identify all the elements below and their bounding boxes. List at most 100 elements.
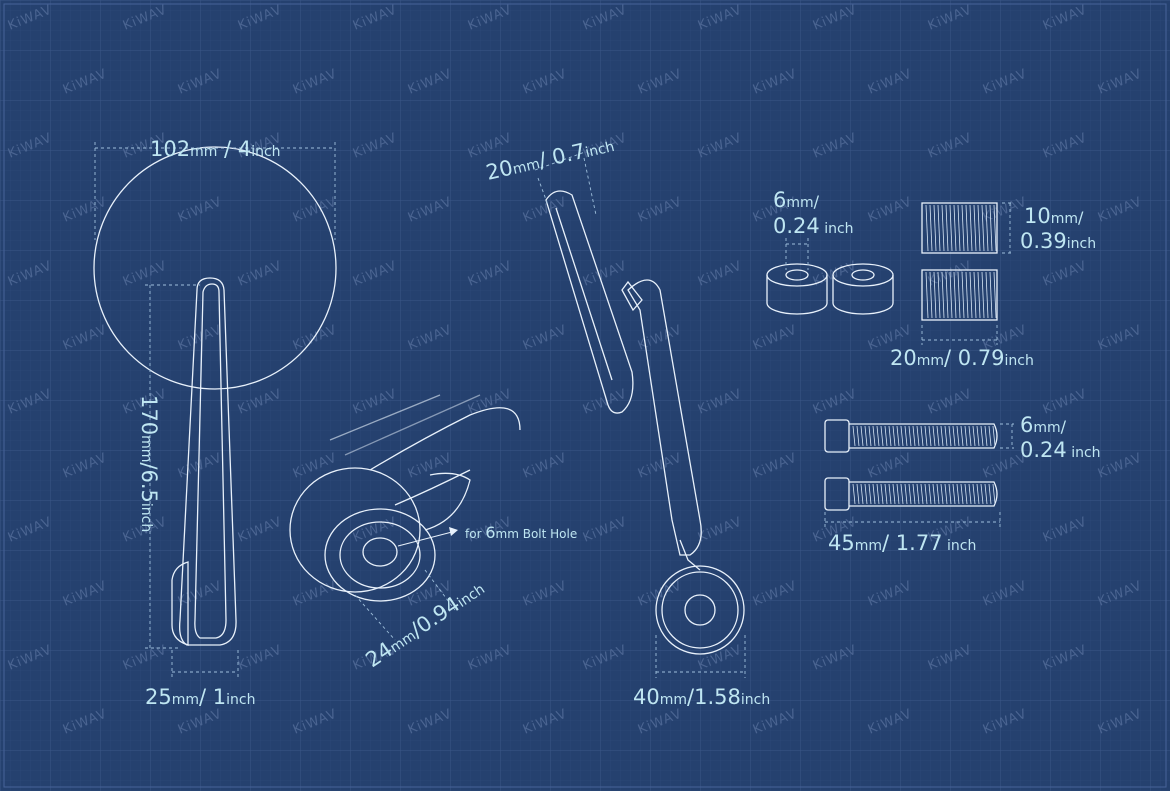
thread-line <box>980 425 984 447</box>
bolt-diameter-label-line1: 6mm/ <box>1020 413 1067 437</box>
mirror-front-view: 102mm / 4inch 170mm/6.5inch 25mm/ 1inch <box>93 137 337 709</box>
bolt-hole-note: for 6mm Bolt Hole <box>465 523 577 542</box>
thread-line <box>900 425 904 447</box>
thread-line <box>904 483 908 505</box>
thread-line <box>965 204 969 252</box>
thread-line <box>949 271 953 319</box>
thread-line <box>924 425 928 447</box>
thread-line <box>936 483 940 505</box>
side-base-hole <box>684 594 716 626</box>
mirror-pivot <box>621 280 643 312</box>
thread-line <box>993 271 997 319</box>
bolt-length-label: 45mm/ 1.77 inch <box>828 531 976 555</box>
thread-line <box>948 425 952 447</box>
thread-line <box>949 204 953 252</box>
thread-line <box>961 271 965 319</box>
thread-line <box>973 271 977 319</box>
threaded-insert-2 <box>921 269 998 321</box>
thread-line <box>872 483 876 505</box>
thread-line <box>868 483 872 505</box>
thread-line <box>912 483 916 505</box>
thread-line <box>941 204 945 252</box>
thread-line <box>989 204 993 252</box>
bolt-hole <box>362 537 398 567</box>
thread-line <box>864 425 868 447</box>
mirror-side-profile <box>545 190 634 414</box>
clamp-face <box>324 508 436 602</box>
thread-line <box>880 425 884 447</box>
insert-1-threads <box>925 204 997 252</box>
thread-line <box>904 425 908 447</box>
bolt-note-arrow <box>449 527 458 536</box>
thread-line <box>920 425 924 447</box>
clamp-inner-ring <box>339 521 421 589</box>
thread-line <box>937 271 941 319</box>
thread-line <box>981 204 985 252</box>
thread-line <box>892 425 896 447</box>
thread-line <box>952 425 956 447</box>
thread-line <box>920 483 924 505</box>
spacer-size-label-line1: 6mm/ <box>773 188 820 212</box>
thread-line <box>968 425 972 447</box>
thread-line <box>888 483 892 505</box>
bolt-note-leader <box>397 531 453 547</box>
front-base-label: 25mm/ 1inch <box>145 685 256 709</box>
thread-line <box>856 425 860 447</box>
insert-width-label: 20mm/ 0.79inch <box>890 346 1034 370</box>
thread-line <box>944 425 948 447</box>
thread-line <box>908 425 912 447</box>
thread-line <box>928 425 932 447</box>
thread-line <box>860 425 864 447</box>
thread-line <box>912 425 916 447</box>
thread-line <box>989 271 993 319</box>
thread-line <box>880 483 884 505</box>
insert-2-threads <box>925 271 997 319</box>
thread-line <box>969 204 973 252</box>
spacers: 6mm/ 0.24 inch <box>766 188 894 315</box>
thread-line <box>953 271 957 319</box>
thickness-ext-1 <box>537 177 549 206</box>
thread-line <box>929 204 933 252</box>
thread-line <box>988 483 992 505</box>
bolt-2 <box>824 477 998 511</box>
thread-line <box>960 425 964 447</box>
thread-line <box>988 425 992 447</box>
thread-line <box>973 204 977 252</box>
bolt-1 <box>824 419 998 453</box>
thread-line <box>977 204 981 252</box>
thread-line <box>916 483 920 505</box>
thread-line <box>993 204 997 252</box>
thread-line <box>972 425 976 447</box>
side-base-inner <box>661 571 739 649</box>
stem-lower-edge <box>394 469 471 506</box>
thread-line <box>924 483 928 505</box>
thread-line <box>925 271 929 319</box>
thread-line <box>953 204 957 252</box>
spacer-1 <box>766 263 828 315</box>
thread-line <box>940 483 944 505</box>
thread-line <box>961 204 965 252</box>
thread-line <box>941 271 945 319</box>
thread-line <box>969 271 973 319</box>
thickness-ext-2 <box>583 157 597 216</box>
thread-line <box>860 483 864 505</box>
side-base-label: 40mm/1.58inch <box>633 685 770 709</box>
thread-line <box>896 483 900 505</box>
thread-line <box>892 483 896 505</box>
thread-line <box>992 483 996 505</box>
thread-line <box>985 271 989 319</box>
thread-line <box>956 483 960 505</box>
thickness-dim-line <box>534 151 586 171</box>
blueprint-border <box>3 3 1167 788</box>
mirror-side-view: 20mm/ 0.7inch 40mm/1.58inch <box>484 139 770 709</box>
thread-line <box>936 425 940 447</box>
front-height-label: 170mm/6.5inch <box>137 395 161 532</box>
mirror-stem-inner <box>194 283 227 639</box>
thread-line <box>957 271 961 319</box>
thread-line <box>960 483 964 505</box>
bolt-dim-ext-1 <box>354 594 396 641</box>
stem-fade-1 <box>329 394 441 441</box>
